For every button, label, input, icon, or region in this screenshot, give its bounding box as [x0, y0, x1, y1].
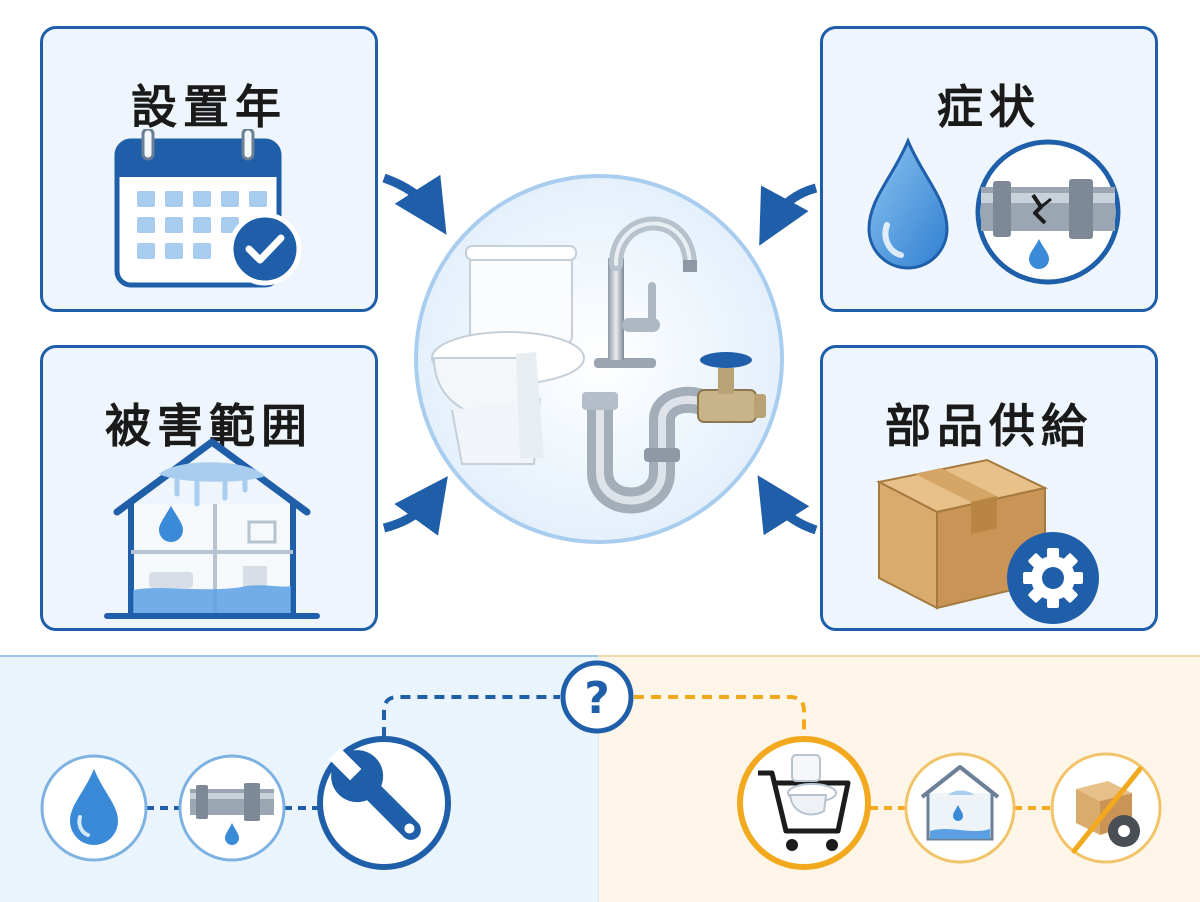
box-gear-crossed-icon: [1050, 752, 1162, 864]
wrench-icon: [317, 736, 451, 870]
flooded-house-icon: [104, 438, 320, 619]
connector-repair: [382, 695, 560, 737]
small-leak-pipe-icon: [178, 754, 286, 862]
card-symptom: 症状: [820, 26, 1158, 312]
leaking-pipe-icon: [975, 139, 1121, 285]
svg-text:?: ?: [584, 673, 610, 724]
parts-box-gear-icon: [876, 458, 1099, 624]
center-plumbing-circle: [414, 174, 784, 544]
damaged-house-icon: [904, 752, 1016, 864]
connector-replace: [634, 695, 806, 739]
card-title-symptom: 症状: [937, 80, 1041, 134]
trap-pipe-valve-icon: [582, 352, 766, 514]
card-title-install-year: 設置年: [131, 80, 287, 134]
card-install-year: 設置年: [40, 26, 378, 312]
water-drop-icon: [40, 754, 148, 862]
toilet-icon: [431, 245, 585, 465]
question-mark-badge: ?: [560, 660, 634, 734]
card-damage-scope: 被害範囲: [40, 345, 378, 631]
cart-toilet-icon: [737, 736, 871, 870]
calendar-check-icon: [114, 129, 302, 288]
faucet-icon: [594, 216, 697, 368]
water-drop-icon: [867, 137, 949, 270]
card-title-parts-supply: 部品供給: [885, 399, 1093, 453]
card-parts-supply: 部品供給: [820, 345, 1158, 631]
decision-flow: ?: [40, 660, 1162, 870]
